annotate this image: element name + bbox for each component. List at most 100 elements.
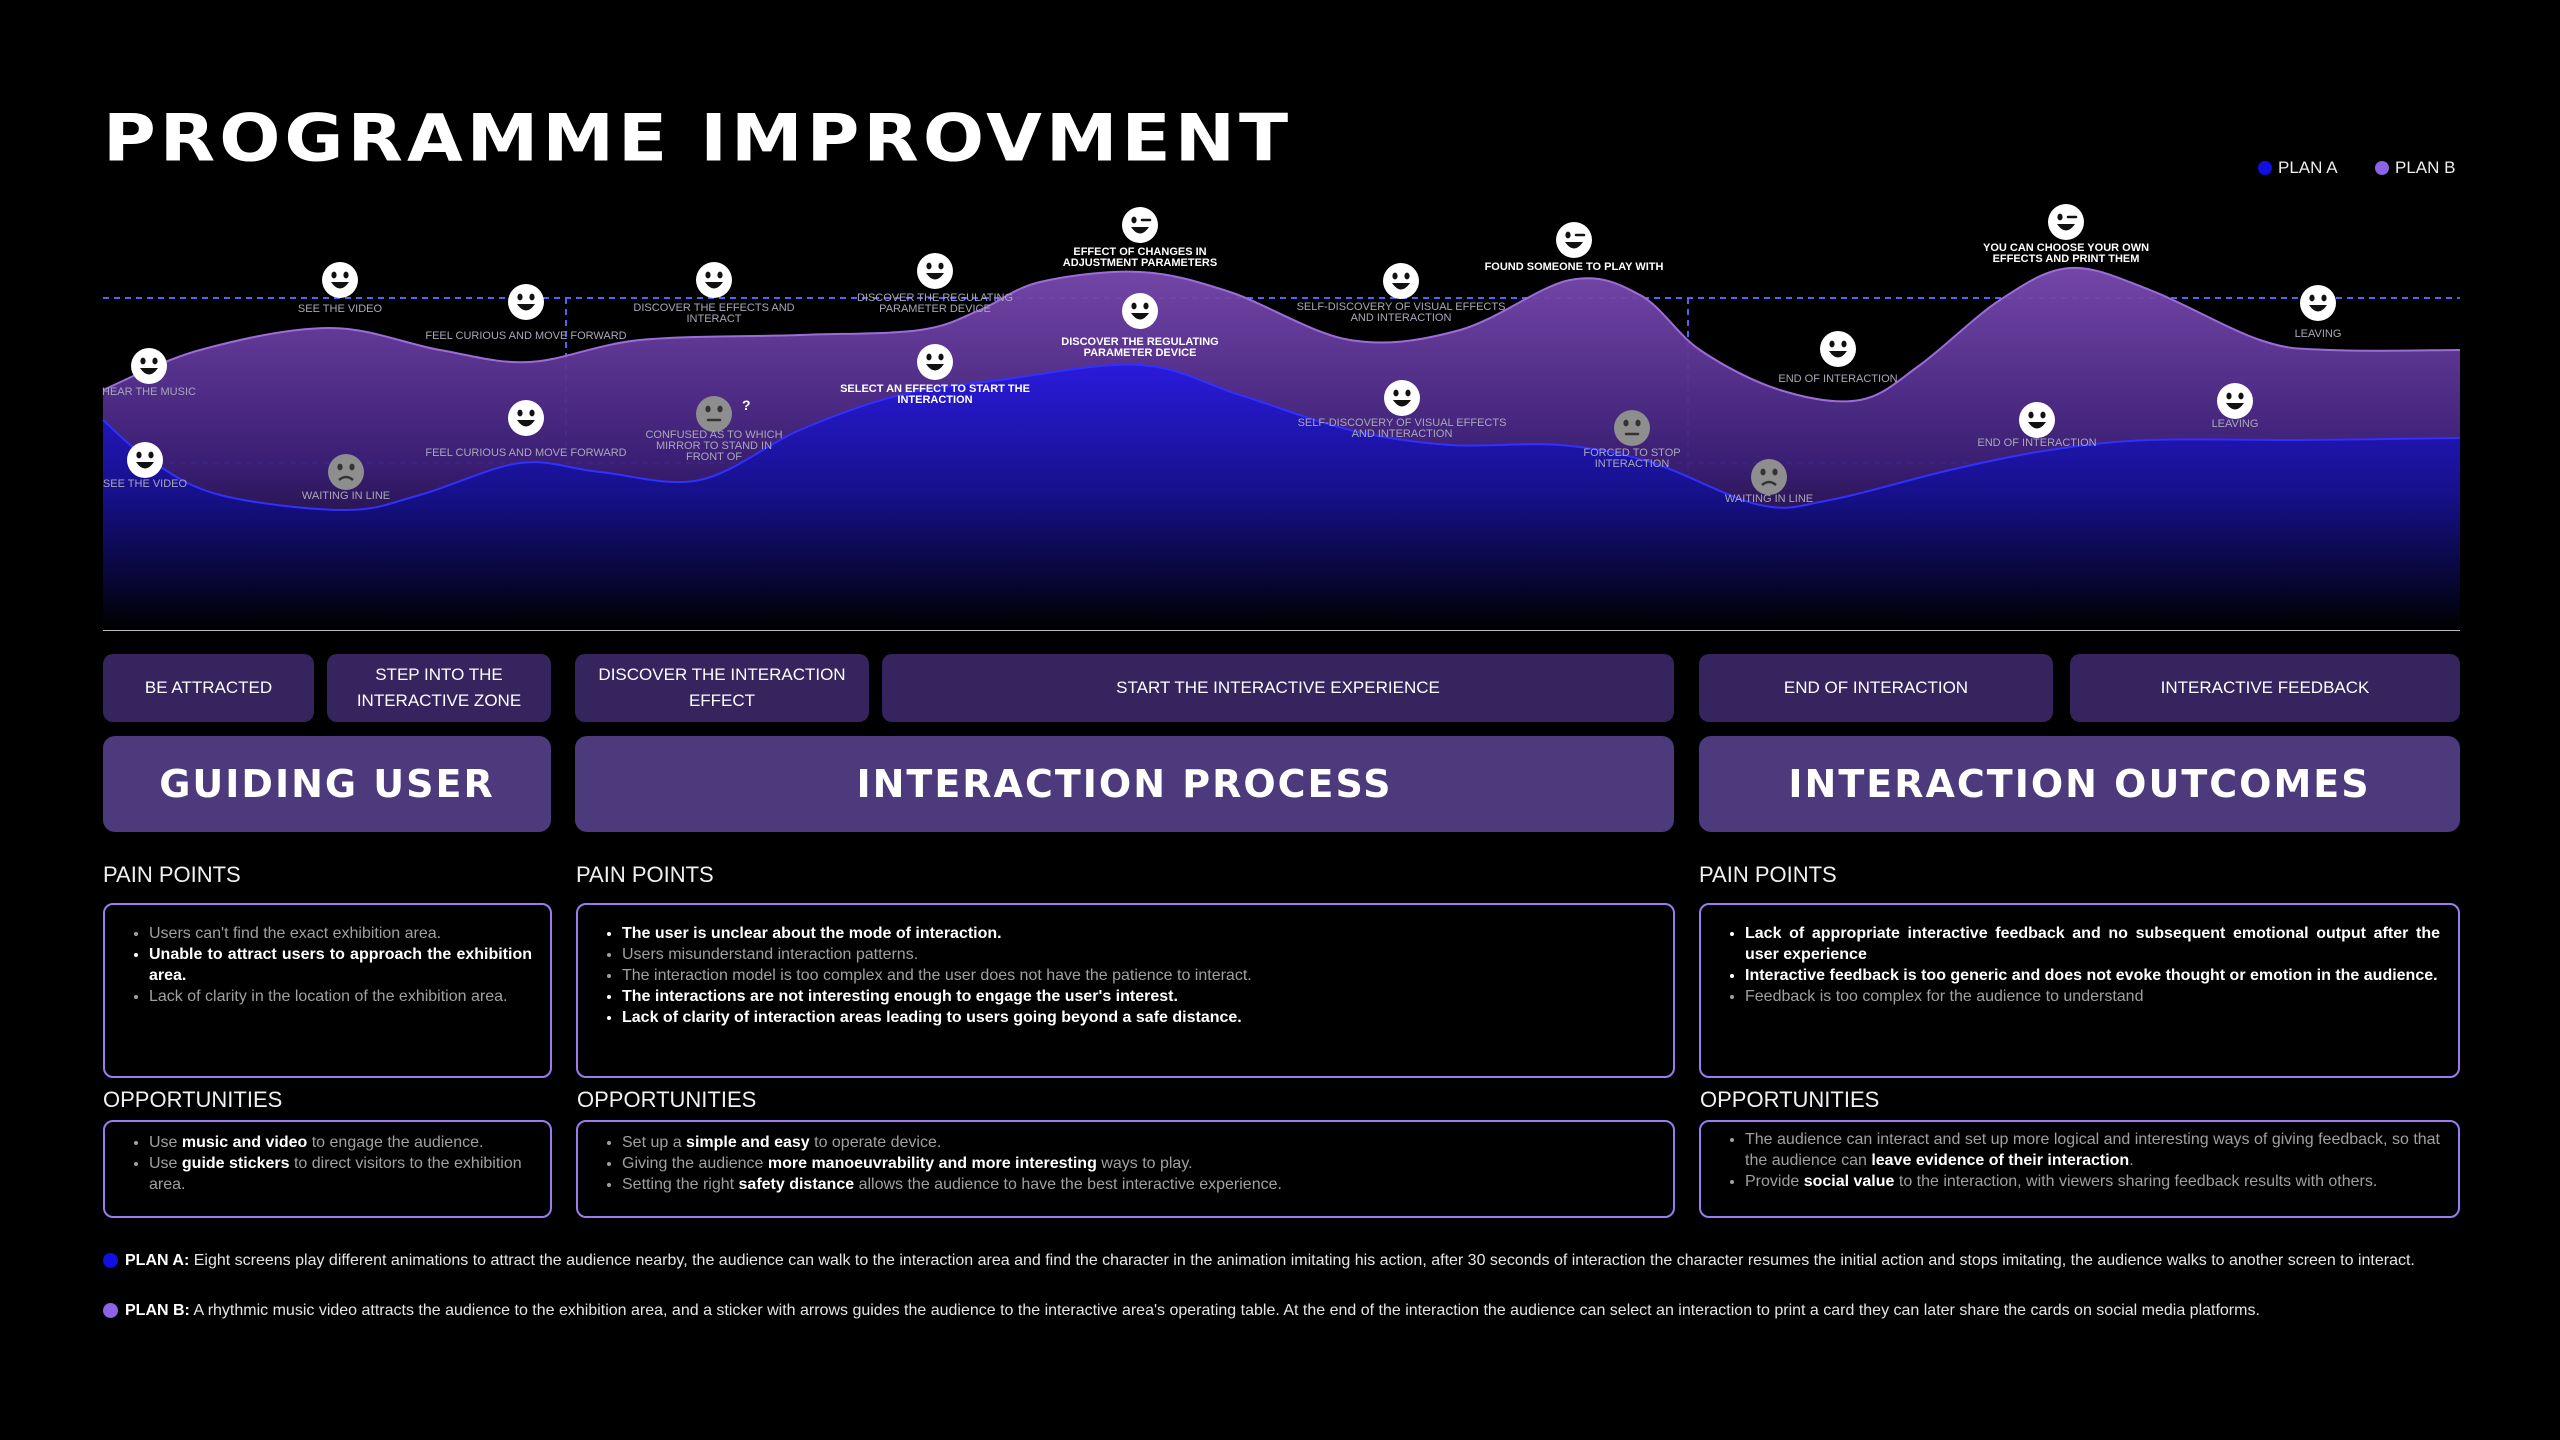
phase-guiding-user: GUIDING USER [103,736,551,832]
stage-end-of-interaction: END OF INTERACTION [1699,654,2053,722]
pain-points-box-guiding: Users can't find the exact exhibition ar… [103,903,552,1078]
opportunity-text: to the interaction, with viewers sharing… [1894,1173,2378,1190]
plan-a-happy-face-icon [917,344,953,380]
plan-b-note-text: A rhythmic music video attracts the audi… [189,1302,2260,1319]
pain-points-label-2: PAIN POINTS [576,862,714,887]
plan-a-note-text: Eight screens play different animations … [189,1252,2415,1269]
plan-b-point-label: END OF INTERACTION [1778,373,1897,385]
opportunity-text: Provide [1745,1173,1804,1190]
plan-b-happy-face-icon [508,284,544,320]
stage-start-interactive-experience: START THE INTERACTIVE EXPERIENCE [882,654,1674,722]
plan-b-happy-face-icon [322,262,358,298]
legend-plan-b-label: PLAN B [2395,158,2456,177]
opportunity-highlight: leave evidence of their interaction [1871,1152,2130,1169]
opportunity-item: Set up a simple and easy to operate devi… [622,1132,1655,1153]
plan-a-confused-face-icon [696,396,732,432]
plan-b-note-label: PLAN B: [125,1302,190,1319]
plan-b-point-label: FEEL CURIOUS AND MOVE FORWARD [425,330,626,342]
opportunities-label-2: OPPORTUNITIES [577,1087,757,1112]
plan-b-happy-face-icon [696,262,732,298]
plan-b-excited-face-icon [1556,222,1592,258]
plan-b-point-label: FOUND SOMEONE TO PLAY WITH [1485,261,1664,273]
opportunity-item: Use guide stickers to direct visitors to… [149,1153,532,1195]
opportunities-label-1: OPPORTUNITIES [103,1087,283,1112]
opportunity-text: Giving the audience [622,1155,768,1172]
plan-a-happy-face-icon [127,442,163,478]
legend-plan-a: PLAN A [2258,158,2338,178]
opportunities-box-process: Set up a simple and easy to operate devi… [576,1120,1675,1218]
opportunity-item: Setting the right safety distance allows… [622,1174,1655,1195]
pain-points-box-outcomes: Lack of appropriate interactive feedback… [1699,903,2460,1078]
phase-interaction-process: INTERACTION PROCESS [575,736,1674,832]
emotion-journey-chart: HEAR THE MUSIC SEE THE VIDEO FEEL CURIOUS … [102,204,2461,631]
plan-a-point-label: END OF INTERACTION [1977,437,2096,449]
opportunity-text: The audience can interact and set up mor… [1745,1131,2440,1169]
legend-plan-b: PLAN B [2375,158,2455,178]
pain-point-item: The interactions are not interesting eno… [622,986,1655,1007]
opportunity-highlight: music and video [181,1134,308,1151]
pain-point-item: Users misunderstand interaction patterns… [622,944,1655,965]
pain-point-item: Interactive feedback is too generic and … [1745,965,2440,986]
pain-point-item: Lack of clarity of interaction areas lea… [622,1007,1655,1028]
stage-be-attracted: BE ATTRACTED [103,654,314,722]
stage-interactive-feedback: INTERACTIVE FEEDBACK [2070,654,2460,722]
plan-a-note-dot-icon [103,1253,118,1268]
plan-b-point-label: SEE THE VIDEO [298,303,383,315]
opportunities-label-3: OPPORTUNITIES [1700,1087,1880,1112]
opportunity-item: Provide social value to the interaction,… [1745,1171,2440,1192]
plan-a-neutral-face-icon [1614,410,1650,446]
opportunity-text: Set up a [622,1134,687,1151]
plan-a-point-label: SEE THE VIDEO [103,478,188,490]
plan-b-happy-face-icon [917,253,953,289]
plan-a-note: PLAN A: Eight screens play different ani… [103,1251,2463,1270]
page-title: PROGRAMME IMPROVMENT [103,100,1293,176]
plan-a-line [102,363,2461,512]
opportunities-box-outcomes: The audience can interact and set up mor… [1699,1120,2460,1218]
opportunity-highlight: social value [1803,1173,1895,1190]
plan-b-happy-face-icon [131,348,167,384]
plan-a-happy-face-icon [1122,293,1158,329]
opportunity-text: . [2129,1152,2134,1169]
plan-a-point-label: WAITING IN LINE [302,490,390,502]
question-mark-icon: ? [742,397,751,413]
plan-a-note-label: PLAN A: [125,1252,190,1269]
plan-b-line [102,266,2461,403]
opportunity-text: Use [149,1134,182,1151]
plan-b-happy-face-icon [1383,263,1419,299]
pain-points-label-1: PAIN POINTS [103,862,241,887]
pain-points-box-process: The user is unclear about the mode of in… [576,903,1675,1078]
plan-a-dot-icon [2258,161,2272,175]
pain-point-item: The user is unclear about the mode of in… [622,923,1655,944]
plan-a-sad-face-icon [1751,459,1787,495]
opportunity-highlight: guide stickers [181,1155,290,1172]
plan-a-point-label: FEEL CURIOUS AND MOVE FORWARD [425,447,626,459]
plan-a-point-label: WAITING IN LINE [1725,493,1813,505]
opportunity-item: Use music and video to engage the audien… [149,1132,532,1153]
plan-a-point-label: LEAVING [2212,418,2259,430]
stage-step-into-interactive-zone: STEP INTO THE INTERACTIVE ZONE [327,654,551,722]
pain-point-item: Feedback is too complex for the audience… [1745,986,2440,1007]
plan-a-happy-face-icon [2217,383,2253,419]
plan-b-point-label: HEAR THE MUSIC [102,386,196,398]
plan-b-note: PLAN B: A rhythmic music video attracts … [103,1301,2463,1320]
opportunity-text: to engage the audience. [307,1134,484,1151]
opportunities-box-guiding: Use music and video to engage the audien… [103,1120,552,1218]
opportunity-highlight: more manoeuvrability and more interestin… [767,1155,1097,1172]
plan-b-point-label: LEAVING [2295,328,2342,340]
opportunity-highlight: safety distance [738,1176,855,1193]
opportunity-text: ways to play. [1096,1155,1193,1172]
phase-interaction-outcomes: INTERACTION OUTCOMES [1699,736,2460,832]
plan-b-excited-face-icon [2048,204,2084,240]
pain-point-item: Lack of clarity in the location of the e… [149,986,532,1007]
plan-a-happy-face-icon [1384,380,1420,416]
plan-b-note-dot-icon [103,1303,118,1318]
opportunity-item: Giving the audience more manoeuvrability… [622,1153,1655,1174]
stage-discover-interaction-effect: DISCOVER THE INTERACTION EFFECT [575,654,869,722]
opportunity-text: to operate device. [809,1134,942,1151]
